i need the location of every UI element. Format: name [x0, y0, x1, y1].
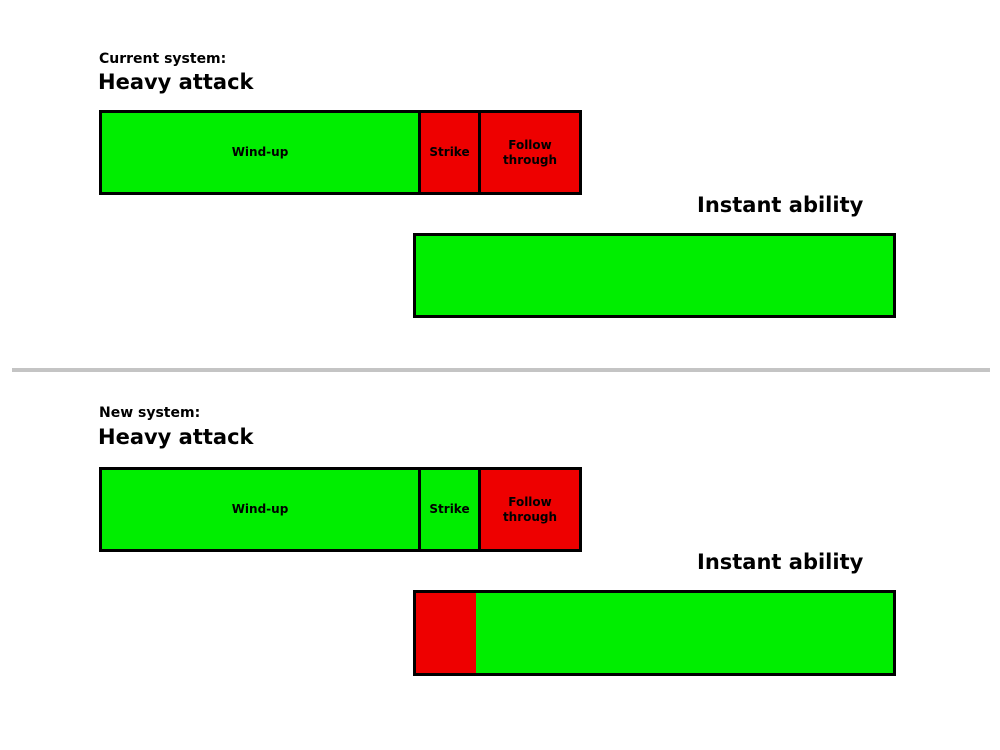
current-instant-ability-bar: [413, 233, 896, 318]
current-follow-through-segment: Follow through: [478, 113, 579, 192]
current-windup-label: Wind-up: [231, 145, 289, 159]
new-windup-label: Wind-up: [231, 502, 289, 516]
current-follow-through-label: Follow through: [502, 137, 558, 167]
new-instant-ability-safe-segment: [476, 593, 893, 673]
new-instant-ability-vulnerable-segment: [416, 593, 476, 673]
current-system-label: Current system:: [99, 51, 227, 67]
new-windup-segment: Wind-up: [102, 470, 418, 549]
current-instant-ability-title: Instant ability: [697, 193, 864, 217]
new-heavy-attack-title: Heavy attack: [98, 425, 254, 449]
section-divider: [12, 368, 990, 372]
new-instant-ability-bar: [413, 590, 896, 676]
new-follow-through-label: Follow through: [502, 494, 558, 524]
new-follow-through-segment: Follow through: [478, 470, 579, 549]
current-heavy-attack-title: Heavy attack: [98, 70, 254, 94]
current-windup-segment: Wind-up: [102, 113, 418, 192]
new-strike-label: Strike: [429, 502, 470, 516]
current-heavy-attack-bar: Wind-up Strike Follow through: [99, 110, 582, 195]
new-heavy-attack-bar: Wind-up Strike Follow through: [99, 467, 582, 552]
new-instant-ability-title: Instant ability: [697, 550, 864, 574]
new-system-label: New system:: [99, 405, 201, 421]
current-strike-segment: Strike: [418, 113, 478, 192]
new-strike-segment: Strike: [418, 470, 478, 549]
current-strike-label: Strike: [429, 145, 470, 159]
current-instant-ability-segment: [416, 236, 893, 315]
